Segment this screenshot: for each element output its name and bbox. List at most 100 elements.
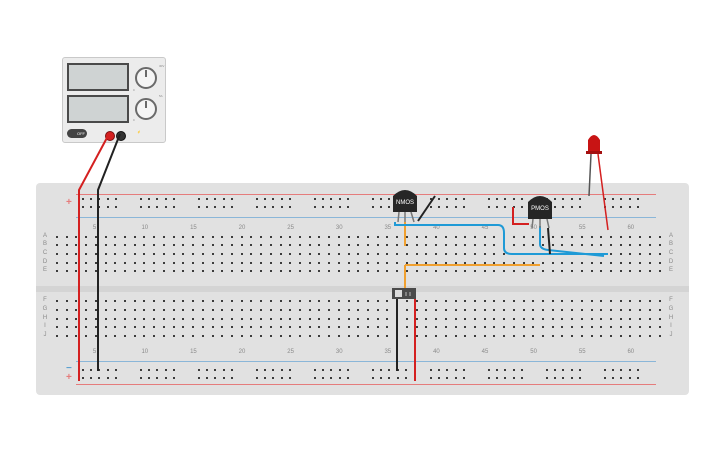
rail-hole[interactable] [462,206,465,208]
breadboard-hole[interactable] [425,253,428,255]
breadboard-hole[interactable] [162,236,165,238]
breadboard-hole[interactable] [503,262,506,264]
breadboard-hole[interactable] [318,236,321,238]
rail-hole[interactable] [256,206,258,208]
breadboard-hole[interactable] [347,244,350,246]
breadboard-hole[interactable] [289,262,292,264]
breadboard-hole[interactable] [143,244,146,246]
breadboard-hole[interactable] [182,335,185,337]
breadboard-hole[interactable] [473,318,476,320]
breadboard-hole[interactable] [201,270,204,272]
breadboard-hole[interactable] [211,270,214,272]
breadboard-hole[interactable] [483,326,486,328]
breadboard-hole[interactable] [600,262,603,264]
rail-hole[interactable] [388,198,391,200]
breadboard-hole[interactable] [94,309,97,311]
rail-hole[interactable] [198,198,200,200]
breadboard-hole[interactable] [386,244,389,246]
blue-wire-pmos-drain[interactable] [539,226,605,257]
rail-hole[interactable] [430,198,432,200]
rail-hole[interactable] [272,369,275,371]
rail-hole[interactable] [512,377,515,379]
breadboard-hole[interactable] [104,318,107,320]
rail-hole[interactable] [388,377,391,379]
breadboard-hole[interactable] [425,262,428,264]
breadboard-hole[interactable] [619,244,622,246]
breadboard-hole[interactable] [124,335,127,337]
breadboard-hole[interactable] [289,244,292,246]
breadboard-hole[interactable] [279,326,282,328]
breadboard-hole[interactable] [133,236,136,238]
breadboard-hole[interactable] [230,244,233,246]
breadboard-hole[interactable] [425,270,428,272]
rail-hole[interactable] [388,369,391,371]
breadboard-hole[interactable] [386,253,389,255]
breadboard-hole[interactable] [56,262,58,264]
rail-hole[interactable] [570,206,573,208]
breadboard-hole[interactable] [619,326,622,328]
breadboard-hole[interactable] [201,262,204,264]
rail-hole[interactable] [546,377,548,379]
breadboard-hole[interactable] [542,262,544,264]
rail-hole[interactable] [504,369,507,371]
breadboard-hole[interactable] [65,335,68,337]
breadboard-hole[interactable] [279,244,282,246]
rail-hole[interactable] [172,377,175,379]
breadboard-hole[interactable] [532,262,535,264]
breadboard-hole[interactable] [639,236,642,238]
breadboard-hole[interactable] [600,244,603,246]
breadboard-hole[interactable] [133,326,136,328]
breadboard-hole[interactable] [435,318,438,320]
breadboard-hole[interactable] [473,309,476,311]
breadboard-hole[interactable] [473,236,476,238]
breadboard-hole[interactable] [639,253,642,255]
breadboard-hole[interactable] [240,309,243,311]
breadboard-hole[interactable] [328,262,331,264]
rail-hole[interactable] [462,377,465,379]
rail-hole[interactable] [330,369,333,371]
breadboard-hole[interactable] [172,318,175,320]
breadboard-hole[interactable] [153,236,156,238]
breadboard-hole[interactable] [503,270,506,272]
breadboard-hole[interactable] [610,326,613,328]
breadboard-hole[interactable] [493,318,496,320]
breadboard-hole[interactable] [85,326,88,328]
breadboard-hole[interactable] [56,335,58,337]
breadboard-hole[interactable] [435,300,438,302]
breadboard-hole[interactable] [415,318,418,320]
rail-hole[interactable] [82,198,84,200]
breadboard-hole[interactable] [133,244,136,246]
breadboard-hole[interactable] [396,236,399,238]
breadboard-hole[interactable] [580,318,583,320]
breadboard-hole[interactable] [473,335,476,337]
rail-hole[interactable] [504,206,507,208]
breadboard-hole[interactable] [75,335,78,337]
breadboard-hole[interactable] [639,244,642,246]
breadboard-hole[interactable] [250,236,253,238]
rail-hole[interactable] [322,369,325,371]
rail-hole[interactable] [562,206,565,208]
current-knob[interactable] [135,98,157,120]
breadboard-hole[interactable] [405,318,408,320]
breadboard-hole[interactable] [201,236,204,238]
breadboard-hole[interactable] [639,262,642,264]
breadboard-hole[interactable] [75,236,78,238]
breadboard-hole[interactable] [65,270,68,272]
rail-hole[interactable] [164,206,167,208]
breadboard-hole[interactable] [376,318,379,320]
breadboard-hole[interactable] [328,253,331,255]
breadboard-hole[interactable] [542,326,544,328]
breadboard-hole[interactable] [551,244,554,246]
rail-hole[interactable] [346,206,349,208]
rail-hole[interactable] [562,377,565,379]
rail-hole[interactable] [206,198,209,200]
breadboard-hole[interactable] [337,236,340,238]
rail-hole[interactable] [628,206,631,208]
breadboard-hole[interactable] [172,335,175,337]
psu-positive-lead[interactable] [78,133,110,381]
breadboard-hole[interactable] [367,309,370,311]
breadboard-hole[interactable] [182,236,185,238]
breadboard-hole[interactable] [240,253,243,255]
rail-hole[interactable] [264,206,267,208]
breadboard-hole[interactable] [182,253,185,255]
